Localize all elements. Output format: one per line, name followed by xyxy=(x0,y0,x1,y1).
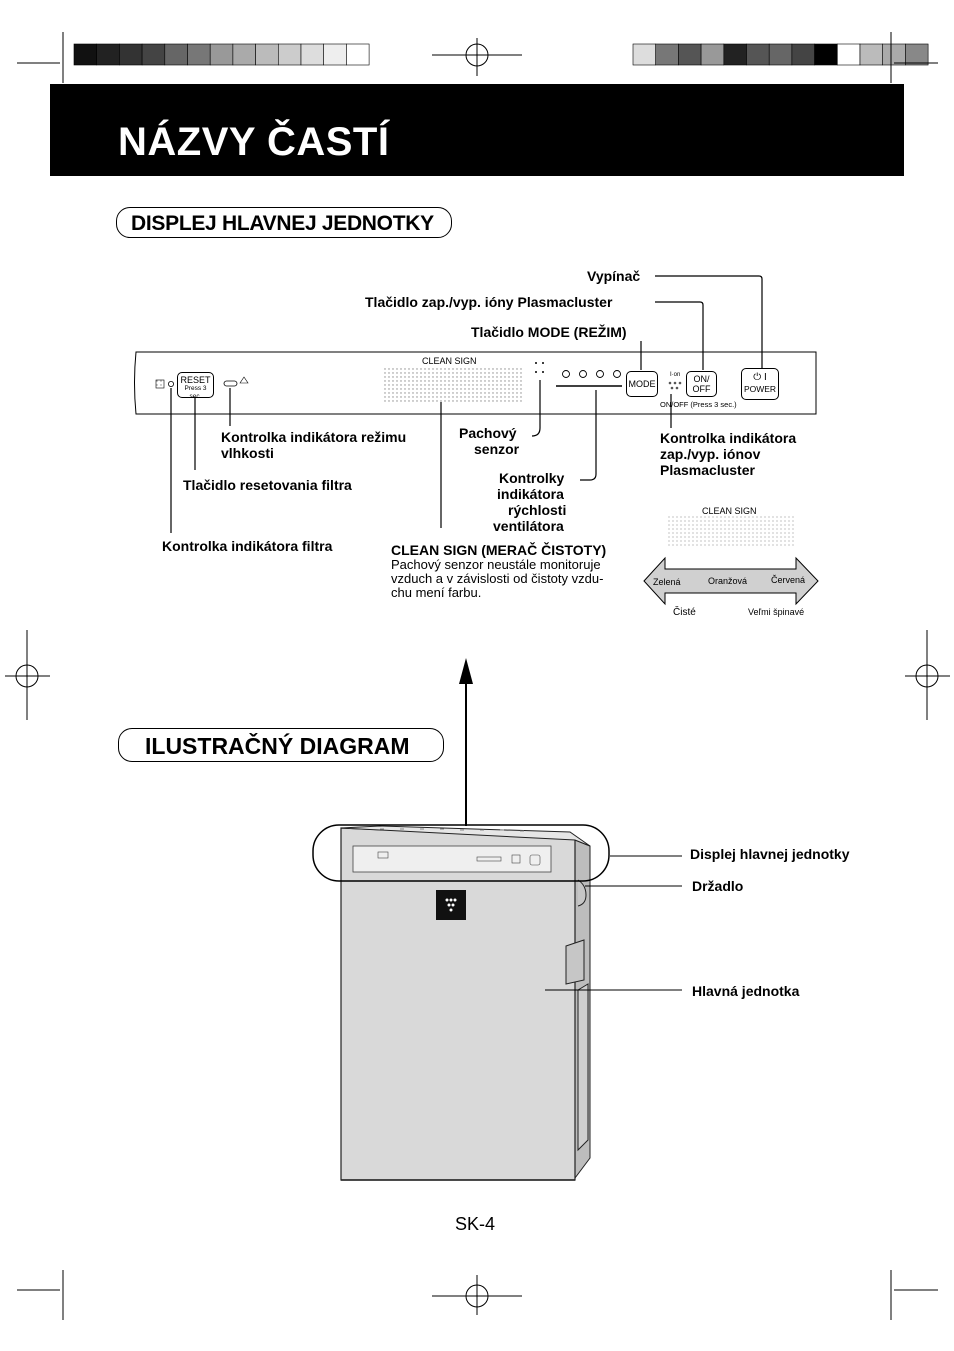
scale-title: CLEAN SIGN xyxy=(702,506,757,516)
power-label: POWER xyxy=(743,384,777,394)
color-swatch xyxy=(346,43,370,66)
label-reset-button: Tlačidlo resetovania filtra xyxy=(183,477,352,493)
registration-mark-bottom xyxy=(432,1275,522,1315)
label-odor-2: senzor xyxy=(474,441,520,457)
page-title: NÁZVY ČASTÍ xyxy=(118,120,390,164)
color-swatch xyxy=(905,43,929,66)
label-fan-4: ventilátora xyxy=(493,518,564,534)
label-handle: Držadlo xyxy=(692,878,744,894)
reset-button[interactable]: RESET Press 3 sec. xyxy=(177,372,214,400)
label-humidity-2: vlhkosti xyxy=(221,445,274,461)
ion-indicator-icon xyxy=(668,381,682,390)
label-plasmacluster-button: Tlačidlo zap./vyp. ióny Plasmacluster xyxy=(365,294,613,310)
section-heading-diagram: ILUSTRAČNÝ DIAGRAM xyxy=(118,728,444,762)
mode-button[interactable]: MODE xyxy=(626,371,658,397)
registration-mark-left xyxy=(5,630,50,720)
up-arrow-head xyxy=(459,658,473,684)
label-vypinac: Vypínač xyxy=(587,268,641,284)
reset-sublabel: Press 3 sec. xyxy=(184,385,207,400)
label-ion-3: Plasmacluster xyxy=(660,462,755,478)
scale-clean: Čisté xyxy=(673,607,696,618)
page-number: SK-4 xyxy=(455,1214,496,1234)
label-fan-3: rýchlosti xyxy=(508,502,567,518)
clean-sign-desc-2: vzduch a v závislosti od čistoty vzdu- xyxy=(391,571,604,586)
plasmacluster-logo xyxy=(436,890,466,920)
label-ion-2: zap./vyp. iónov xyxy=(660,446,761,462)
reset-label: RESET xyxy=(180,375,211,385)
odor-sensor xyxy=(535,362,544,373)
display-highlight-frame xyxy=(312,824,610,882)
registration-mark-right xyxy=(905,630,950,720)
label-ion-1: Kontrolka indikátora xyxy=(660,430,797,446)
on-off-button[interactable]: ON/ OFF xyxy=(686,371,717,397)
label-main-unit: Hlavná jednotka xyxy=(692,983,800,999)
color-strip-left xyxy=(73,43,370,66)
scale-arrow xyxy=(643,556,819,606)
filter-icon xyxy=(155,379,165,389)
on-off-caption: ON/OFF (Press 3 sec.) xyxy=(660,400,737,409)
ion-small-label: I·on xyxy=(670,372,681,378)
title-bar xyxy=(50,84,904,176)
scale-dots xyxy=(668,516,794,548)
scale-dirty: Veľmi špinavé xyxy=(748,607,805,617)
clean-sign-desc-3: chu mení farbu. xyxy=(391,585,482,600)
leader-lines xyxy=(170,275,763,533)
power-button[interactable]: ⏻ I POWER xyxy=(741,368,779,400)
filter-indicator-lamp xyxy=(167,380,174,387)
humidity-icon xyxy=(239,376,249,384)
scale-orange: Oranžová xyxy=(708,576,748,586)
label-mode-button: Tlačidlo MODE (REŽIM) xyxy=(471,324,627,340)
on-off-label-2: OFF xyxy=(692,384,711,394)
label-fan-1: Kontrolky xyxy=(499,470,565,486)
clean-sign-area xyxy=(382,368,524,402)
section-heading-display: DISPLEJ HLAVNEJ JEDNOTKY xyxy=(116,207,452,238)
scale-green: Zelená xyxy=(653,577,681,587)
label-filter-indicator: Kontrolka indikátora filtra xyxy=(162,538,333,554)
fan-speed-icons xyxy=(562,370,621,378)
label-odor-1: Pachový xyxy=(459,425,517,441)
power-icon: ⏻ I xyxy=(753,372,767,383)
air-purifier-unit xyxy=(340,825,591,1181)
clean-sign-label: CLEAN SIGN xyxy=(422,356,477,366)
color-strip-right xyxy=(632,43,929,66)
scale-red: Červená xyxy=(771,575,806,585)
clean-sign-desc-1: Pachový senzor neustále monitoruje xyxy=(391,557,601,572)
label-fan-2: indikátora xyxy=(497,486,564,502)
label-clean-sign-title: CLEAN SIGN (MERAČ ČISTOTY) xyxy=(391,542,607,558)
label-humidity-1: Kontrolka indikátora režimu xyxy=(221,429,407,445)
registration-mark-top xyxy=(432,38,522,76)
label-unit-display: Displej hlavnej jednotky xyxy=(690,846,850,862)
on-off-label-1: ON/ xyxy=(693,374,710,384)
humidity-indicator-lamp xyxy=(223,380,238,387)
